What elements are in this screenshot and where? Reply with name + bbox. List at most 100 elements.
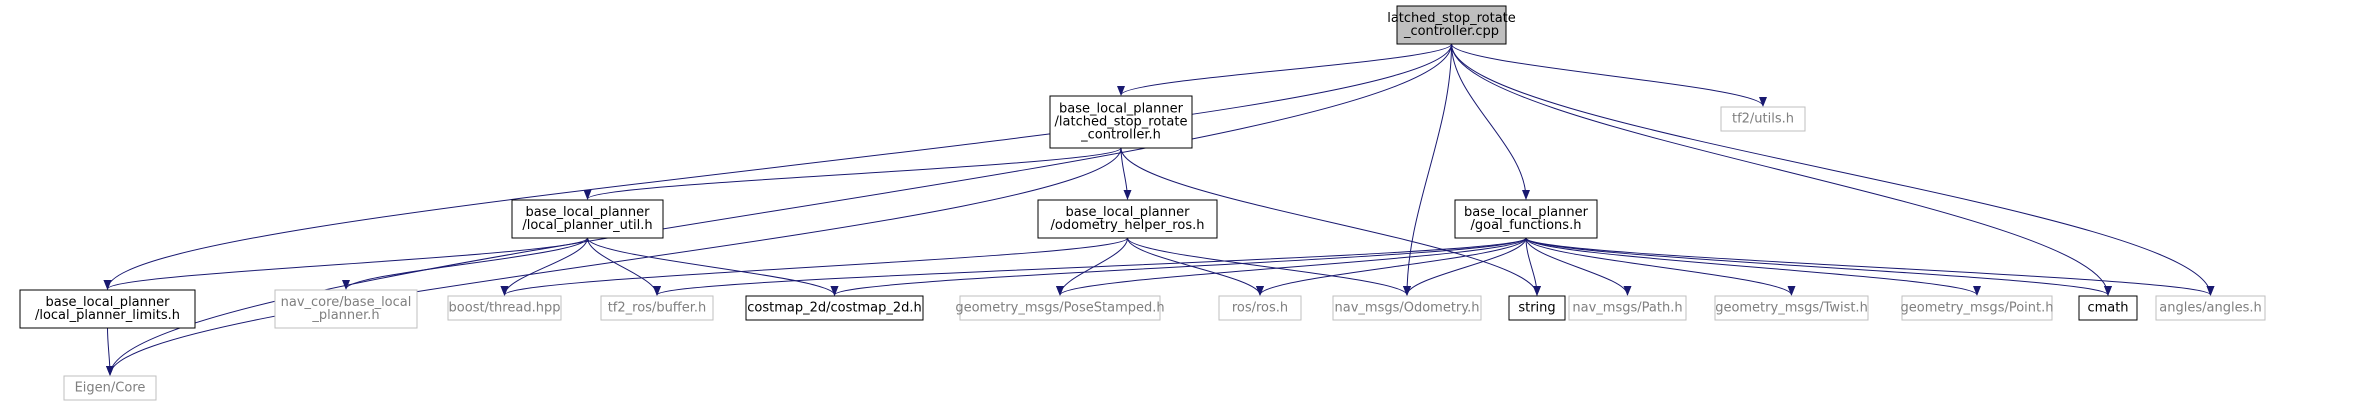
edge-gf-to-string [1525,237,1541,296]
node-path: nav_msgs/Path.h [1568,295,1687,321]
node-label: /latched_stop_rotate [1055,115,1188,130]
node-label: geometry_msgs/PoseStamped.h [955,301,1164,316]
node-lpu[interactable]: base_local_planner/local_planner_util.h [511,199,664,239]
nodes: latched_stop_rotate_controller.cpp base_l… [19,5,2266,401]
node-box [511,199,664,239]
node-box [1332,295,1482,321]
node-tf2-utils: tf2/utils.h [1720,106,1806,132]
node-label: base_local_planner [1059,102,1184,117]
edge-root-to-odometry [1403,43,1452,296]
node-box [1454,199,1598,239]
edge-lpu-to-lpl [103,237,588,290]
node-point: geometry_msgs/Point.h [1901,295,2054,321]
node-costmap[interactable]: costmap_2d/costmap_2d.h [745,295,924,321]
edge-lpl-to-eigen [105,327,114,376]
node-label: /local_planner_util.h [522,218,652,233]
edge-gf-to-pose_stamped [1056,237,1527,296]
node-label: nav_msgs/Odometry.h [1335,301,1480,316]
node-lpl[interactable]: base_local_planner/local_planner_limits.… [19,289,196,329]
node-box [63,375,157,401]
node-box [1396,5,1507,45]
edge-gf-to-twist [1525,237,1796,296]
node-box [600,295,714,321]
node-label: /goal_functions.h [1471,218,1582,233]
node-box [959,295,1161,321]
edge-gf-to-cmath [1525,237,2112,296]
node-label: _controller.cpp [1403,24,1499,39]
edge-root-to-gf [1451,43,1530,200]
edge-lpu-to-costmap [587,237,839,296]
node-odometry: nav_msgs/Odometry.h [1332,295,1482,321]
node-pose-stamped: geometry_msgs/PoseStamped.h [955,295,1165,321]
node-box [1508,295,1566,321]
node-string[interactable]: string [1508,295,1566,321]
node-label: base_local_planner [1464,205,1589,220]
node-twist: geometry_msgs/Twist.h [1714,295,1869,321]
node-box [1037,199,1218,239]
edge-lsrc_h-to-ohr [1120,147,1132,200]
node-label: string [1518,301,1555,316]
node-label: tf2/utils.h [1732,112,1794,127]
edge-root-to-tf2_utils [1451,43,1767,107]
node-label: geometry_msgs/Point.h [1901,301,2054,316]
node-box [2155,295,2266,321]
edges [103,43,2215,376]
edge-lsrc_h-to-string [1120,147,1541,296]
node-box [447,295,562,321]
edge-lsrc_h-to-lpu [583,147,1122,200]
node-box [1714,295,1869,321]
edge-gf-to-tf2_buffer [653,237,1527,296]
node-box [1049,95,1193,149]
edge-lpu-to-nav_core [342,237,588,290]
node-label: ros/ros.h [1232,301,1288,316]
node-label: nav_core/base_local [281,295,412,310]
node-ros-h: ros/ros.h [1218,295,1302,321]
edge-root-to-cmath [1451,43,2112,296]
node-label: tf2_ros/buffer.h [608,301,707,316]
node-label: nav_msgs/Path.h [1572,301,1682,316]
node-label: _controller.h [1080,128,1161,143]
node-root[interactable]: latched_stop_rotate_controller.cpp [1387,5,1516,45]
node-label: /local_planner_limits.h [35,308,180,323]
node-eigen: Eigen/Core [63,375,157,401]
node-box [19,289,196,329]
node-label: base_local_planner [526,205,651,220]
node-angles: angles/angles.h [2155,295,2266,321]
node-box [745,295,924,321]
node-label: boost/thread.hpp [449,301,561,316]
node-label: geometry_msgs/Twist.h [1715,301,1868,316]
node-box [1901,295,2053,321]
edge-ohr-to-odometry [1127,237,1411,296]
node-box [1218,295,1302,321]
node-box [1568,295,1687,321]
edge-ohr-to-ros_h [1127,237,1264,296]
node-label: base_local_planner [46,295,171,310]
edge-gf-to-point [1525,237,1981,296]
node-gf[interactable]: base_local_planner/goal_functions.h [1454,199,1598,239]
node-label: Eigen/Core [75,381,146,396]
node-label: latched_stop_rotate [1387,11,1516,26]
edge-root-to-lsrc_h [1117,43,1452,96]
node-box [2078,295,2138,321]
node-label: base_local_planner [1066,205,1191,220]
edge-lsrc_h-to-eigen [106,147,1122,376]
edge-gf-to-angles [1525,237,2215,296]
node-label: angles/angles.h [2159,301,2261,316]
edge-gf-to-odometry [1403,237,1527,296]
edge-ohr-to-boost_thread [500,237,1128,296]
node-lsrc-h[interactable]: base_local_planner/latched_stop_rotate_c… [1049,95,1193,149]
node-nav-core: nav_core/base_local_planner.h [274,289,418,329]
edge-root-to-lpl [103,43,1452,290]
node-cmath[interactable]: cmath [2078,295,2138,321]
node-label: _planner.h [311,308,379,323]
node-ohr[interactable]: base_local_planner/odometry_helper_ros.h [1037,199,1218,239]
node-label: cmath [2087,301,2128,316]
node-tf2-buffer: tf2_ros/buffer.h [600,295,714,321]
edge-gf-to-ros_h [1256,237,1527,296]
node-boost-thread: boost/thread.hpp [447,295,562,321]
edge-gf-to-path [1525,237,1632,296]
node-box [274,289,418,329]
node-box [1720,106,1806,132]
edge-gf-to-costmap [830,237,1527,296]
